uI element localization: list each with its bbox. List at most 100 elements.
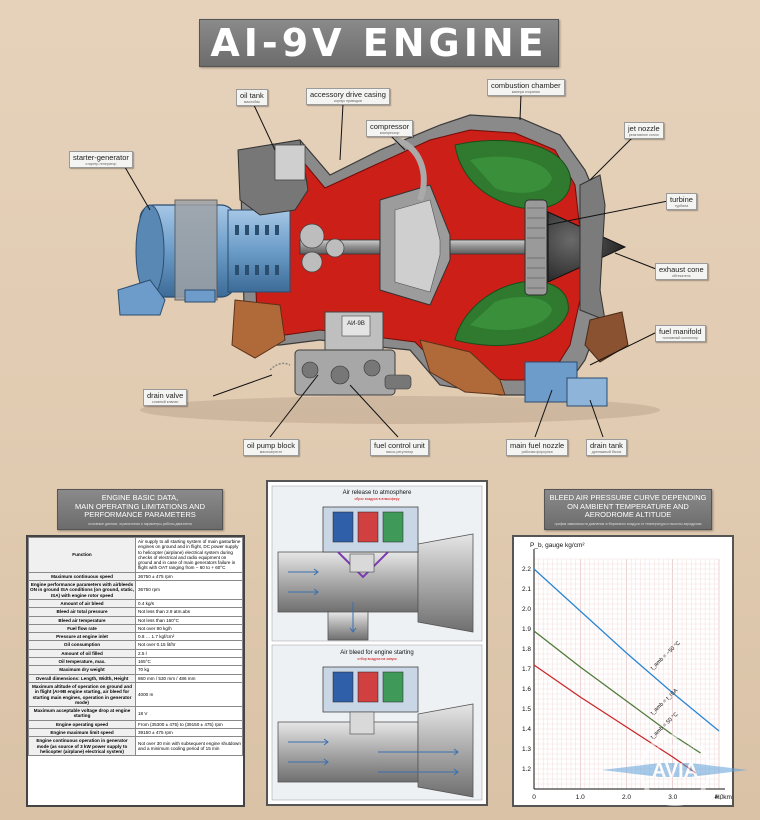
table-row: Overall dimensions: Length, Width, Heigh… bbox=[28, 673, 243, 683]
table-param-cell: Engine operating speed bbox=[28, 719, 136, 730]
table-value-cell: 70 kg bbox=[135, 665, 243, 675]
table-value-cell: 0.8 … 1.7 kgf/cm² bbox=[135, 632, 243, 642]
table-row: Engine continuous operation in generator… bbox=[28, 736, 243, 757]
valve-bottom-subtitle: отбор воздуха на запуск bbox=[357, 657, 397, 661]
watermark-text: AVIA bbox=[652, 760, 698, 782]
series-label-0: t_amb = −50 °C bbox=[650, 640, 682, 671]
table-value-cell: 2.5 l bbox=[135, 648, 243, 659]
table-subtitle-ru: основные данные, ограничения и параметры… bbox=[88, 521, 192, 526]
table-title-line-3: PERFORMANCE PARAMETERS bbox=[84, 510, 196, 519]
table-value-cell: Air supply to all starting system of mai… bbox=[135, 537, 243, 573]
table-row: Engine performance parameters with airbl… bbox=[28, 580, 243, 600]
table-param-cell: Engine continuous operation in generator… bbox=[28, 736, 136, 757]
table-param-cell: Maximum altitude of operation on ground … bbox=[28, 681, 136, 708]
table-title-line-1: ENGINE BASIC DATA, bbox=[101, 493, 179, 502]
table-value-cell: Not over 30 min with subsequent engine s… bbox=[135, 736, 243, 757]
x-tick-label: 1.0 bbox=[576, 794, 585, 801]
y-tick-label: 1.7 bbox=[522, 666, 531, 673]
y-tick-label: 1.3 bbox=[522, 746, 531, 753]
table-param-cell: Pressure at engine inlet bbox=[28, 632, 136, 642]
y-tick-label: 1.4 bbox=[522, 726, 531, 733]
chart-title-line-2: ON AMBIENT TEMPERATURE AND bbox=[567, 501, 689, 511]
series-line-1 bbox=[533, 630, 701, 754]
y-tick-label: 1.6 bbox=[522, 686, 531, 693]
x-tick-label: 4.0 bbox=[714, 794, 723, 801]
x-axis-label: H, km bbox=[715, 794, 732, 801]
valve-top-subtitle: сброс воздуха в атмосферу bbox=[355, 497, 400, 501]
y-axis-label: P_b, gauge kg/cm² bbox=[530, 542, 585, 549]
valve-top-title: Air release to atmosphere bbox=[343, 490, 412, 496]
chart-section-title: BLEED AIR PRESSURE CURVE DEPENDING ON AM… bbox=[544, 489, 712, 530]
watermark-sub: AVIA-ECORPORATION bbox=[649, 745, 702, 751]
table-value-cell: 0.4 kg/s bbox=[135, 598, 243, 609]
table-value-cell: 36750 ± 475 rpm bbox=[135, 571, 243, 582]
y-tick-label: 2.2 bbox=[522, 566, 531, 573]
table-row: Maximum altitude of operation on ground … bbox=[28, 681, 243, 708]
valve-bottom-title: Air bleed for engine starting bbox=[340, 650, 413, 656]
y-tick-label: 1.5 bbox=[522, 706, 531, 713]
table-value-cell: 36750 rpm bbox=[135, 580, 243, 600]
table-param-cell: Oil temperature, max. bbox=[28, 657, 136, 667]
x-tick-label: 2.0 bbox=[622, 794, 631, 801]
table-row: Oil temperature, max.165°C bbox=[28, 657, 243, 667]
table-value-cell: From (35300 ± 475) to (39150 ± 475) rpm bbox=[135, 719, 243, 730]
table-row: Maximum acceptable voltage drop at engin… bbox=[28, 706, 243, 721]
table-param-cell: Oil consumption bbox=[28, 640, 136, 650]
table-param-cell: Maximum acceptable voltage drop at engin… bbox=[28, 706, 136, 721]
table-param-cell: Bleed air temperature bbox=[28, 615, 136, 625]
series-line-0 bbox=[533, 568, 720, 732]
table-value-cell: 860 mm / 530 mm / 486 mm bbox=[135, 673, 243, 683]
table-param-cell: Engine maximum limit speed bbox=[28, 727, 136, 738]
table-param-cell: Function bbox=[28, 537, 136, 573]
unit-plate-text: АИ-9В bbox=[347, 321, 365, 327]
table-value-cell: Not less than 160°C bbox=[135, 615, 243, 625]
table-param-cell: Maximum dry weight bbox=[28, 665, 136, 675]
x-tick-label: 3.0 bbox=[668, 794, 677, 801]
y-tick-label: 1.9 bbox=[522, 626, 531, 633]
table-param-cell: Maximum continuous speed bbox=[28, 571, 136, 582]
y-tick-label: 1.2 bbox=[522, 766, 531, 773]
chart-title-line-1: BLEED AIR PRESSURE CURVE DEPENDING bbox=[549, 493, 707, 502]
table-param-cell: Engine performance parameters with airbl… bbox=[28, 580, 136, 600]
table-value-cell: 4000 m bbox=[135, 681, 243, 708]
valve-diagrams: Air release to atmosphere сброс воздуха … bbox=[271, 485, 483, 801]
series-line-2 bbox=[533, 664, 697, 774]
table-param-cell: Bleed air total pressure bbox=[28, 607, 136, 617]
table-value-cell: 18 V bbox=[135, 706, 243, 721]
y-tick-label: 1.8 bbox=[522, 646, 531, 653]
table-value-cell: 39150 ± 475 rpm bbox=[135, 727, 243, 738]
table-value-cell: Not over 0.15 lit/hr bbox=[135, 640, 243, 650]
y-tick-label: 2.1 bbox=[522, 586, 531, 593]
y-tick-label: 2.0 bbox=[522, 606, 531, 613]
page-title: AI-9V ENGINE bbox=[199, 19, 559, 67]
avia-watermark-logo: AVIA AVIA-ECORPORATION bbox=[602, 734, 748, 806]
chart-title-line-3: AERODROME ALTITUDE bbox=[584, 510, 672, 519]
table-title-line-2: MAIN OPERATING LIMITATIONS AND bbox=[74, 501, 205, 511]
table-value-cell: Not over 80 kg/h bbox=[135, 623, 243, 634]
table-value-cell: 165°C bbox=[135, 657, 243, 667]
table-param-cell: Amount of oil filled bbox=[28, 648, 136, 659]
table-param-cell: Amount of air bleed bbox=[28, 598, 136, 609]
chart-subtitle-ru: график зависимости давления отбираемого … bbox=[554, 521, 702, 526]
